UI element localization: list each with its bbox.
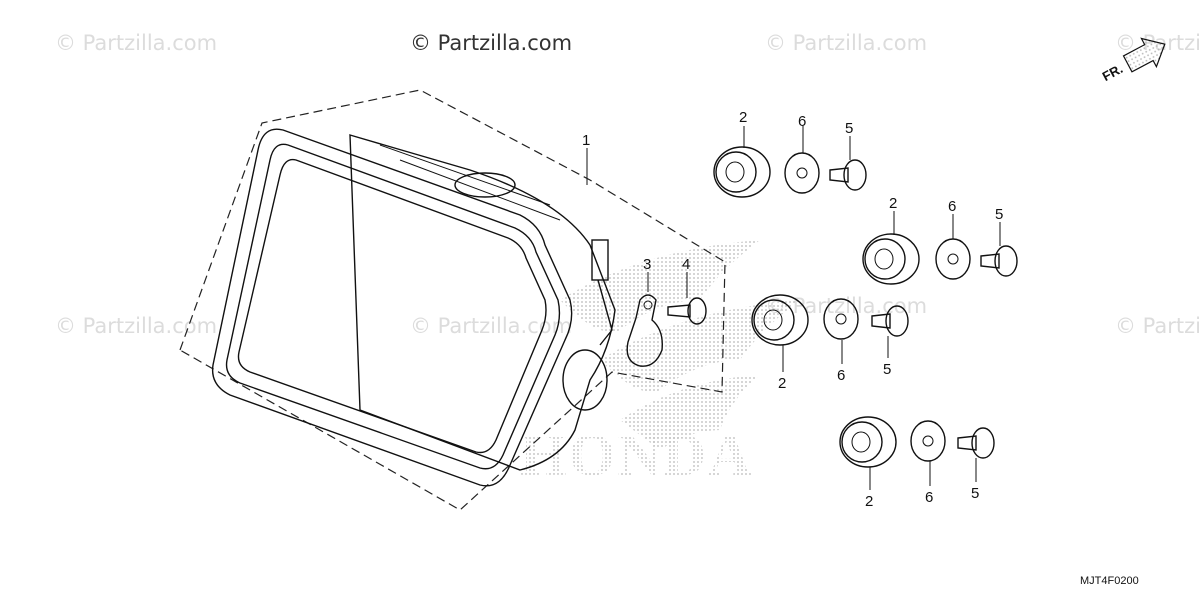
watermark: © Partzilla.com	[410, 314, 572, 338]
callout-washer: 6	[837, 367, 845, 384]
meter-assembly[interactable]	[211, 128, 616, 487]
watermark-main: © Partzilla.com	[410, 31, 572, 55]
callout-screw: 5	[845, 120, 853, 137]
leader-lines	[586, 126, 1001, 490]
watermark: © Partzilla.com	[55, 314, 217, 338]
diagram-code: MJT4F0200	[1080, 575, 1139, 587]
grommet[interactable]	[713, 146, 771, 198]
callout-grommet: 2	[889, 195, 897, 212]
assembly-boundary-dashed	[179, 89, 726, 511]
callout-screw: 5	[995, 206, 1003, 223]
washer[interactable]	[823, 298, 859, 340]
callout-screw: 5	[883, 361, 891, 378]
screw[interactable]	[980, 245, 1018, 277]
callout-clamp: 3	[643, 256, 651, 273]
screw[interactable]	[957, 427, 995, 459]
callout-washer: 6	[948, 198, 956, 215]
washer[interactable]	[935, 238, 971, 280]
direction-label: FR.	[1100, 61, 1126, 84]
callout-meter-assembly: 1	[582, 132, 590, 149]
screw[interactable]	[829, 159, 867, 191]
screw[interactable]	[871, 305, 909, 337]
screw-clamp[interactable]	[667, 297, 707, 325]
callout-screw-clamp: 4	[682, 256, 690, 273]
callout-washer: 6	[798, 113, 806, 130]
grommet[interactable]	[862, 233, 920, 285]
watermark: © Partzilla.com	[1115, 314, 1200, 338]
callout-washer: 6	[925, 489, 933, 506]
grommet[interactable]	[751, 294, 809, 346]
washer[interactable]	[784, 152, 820, 194]
watermark: © Partzilla.com	[55, 31, 217, 55]
callout-grommet: 2	[739, 109, 747, 126]
clamp[interactable]	[626, 294, 663, 367]
grommet[interactable]	[839, 416, 897, 468]
honda-logo-text: HONDA	[520, 422, 753, 488]
honda-wing-logo: HONDA	[520, 240, 800, 488]
watermark: © Partzilla.com	[765, 31, 927, 55]
callout-screw: 5	[971, 485, 979, 502]
callout-grommet: 2	[778, 375, 786, 392]
washer[interactable]	[910, 420, 946, 462]
callout-grommet: 2	[865, 493, 873, 510]
